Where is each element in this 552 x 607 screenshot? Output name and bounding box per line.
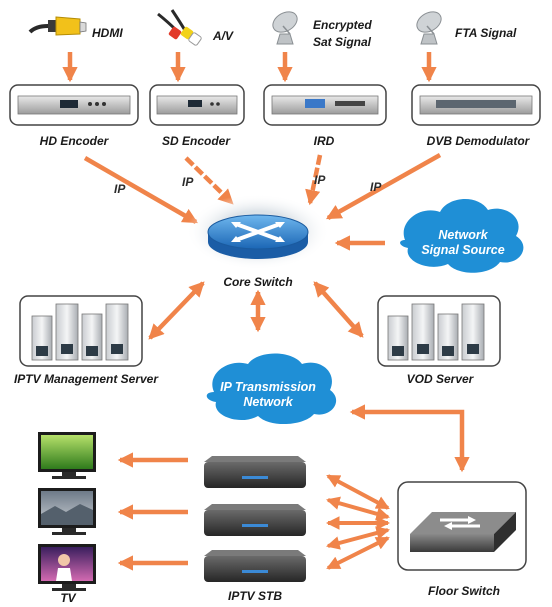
vod-server-label: VOD Server (407, 372, 475, 386)
hdmi-plug-icon (28, 16, 87, 36)
av-label: A/V (212, 29, 234, 43)
sd-encoder-device (149, 84, 245, 126)
satellite-dish-icon (272, 11, 298, 45)
arrow-sd-encoder-to-core (184, 156, 234, 205)
iptv-management-server-label: IPTV Management Server (14, 372, 159, 386)
ird-device (263, 84, 387, 126)
ip-label-sd: IP (182, 175, 194, 189)
sat-signal-label: Sat Signal (313, 35, 372, 49)
arrow-stb-floor-switch (326, 536, 390, 570)
av-cable-icon (157, 9, 202, 46)
tv-icon (38, 488, 96, 535)
iptv-stb-icon (204, 550, 306, 582)
floor-switch-icon (397, 481, 527, 571)
network-signal-source-cloud (400, 198, 524, 273)
network-label: Network (438, 228, 488, 242)
dvb-demodulator-label: DVB Demodulator (427, 134, 531, 148)
dvb-demodulator-device (411, 84, 541, 126)
arrow-ip-network-floor-switch (349, 404, 470, 473)
arrow-ird-to-core (305, 154, 323, 206)
core-switch-label: Core Switch (223, 275, 292, 289)
arrow-stb-floor-switch (326, 496, 390, 521)
iptv-management-server-icon (19, 295, 143, 367)
encrypted-label: Encrypted (313, 18, 372, 32)
signal-source-label: Signal Source (421, 243, 504, 257)
tv-icon (38, 544, 96, 591)
ip-transmission-label: IP Transmission (220, 380, 316, 394)
ip-network-label: Network (243, 395, 293, 409)
ird-label: IRD (314, 134, 335, 148)
ip-label-dvb: IP (370, 180, 382, 194)
fta-signal-label: FTA Signal (455, 26, 517, 40)
sd-encoder-label: SD Encoder (162, 134, 231, 148)
arrow-core-iptv-server (148, 281, 205, 340)
ip-label-hd: IP (114, 182, 126, 196)
arrow-core-vod-server (313, 281, 364, 338)
arrow-hd-encoder-to-core (83, 156, 198, 224)
hd-encoder-label: HD Encoder (40, 134, 110, 148)
arrow-dvb-to-core (325, 153, 442, 220)
tv-label: TV (60, 591, 76, 605)
floor-switch-label: Floor Switch (428, 584, 500, 598)
iptv-stb-label: IPTV STB (228, 589, 282, 603)
vod-server-icon (377, 295, 501, 367)
ip-transmission-network-cloud (206, 353, 337, 425)
tv-icon (38, 432, 96, 479)
core-switch-router-icon (207, 214, 309, 259)
satellite-dish-icon (416, 11, 442, 45)
ip-label-ird: IP (314, 173, 326, 187)
hd-encoder-device (9, 84, 139, 126)
hdmi-label: HDMI (92, 26, 123, 40)
iptv-stb-icon (204, 456, 306, 488)
iptv-stb-icon (204, 504, 306, 536)
